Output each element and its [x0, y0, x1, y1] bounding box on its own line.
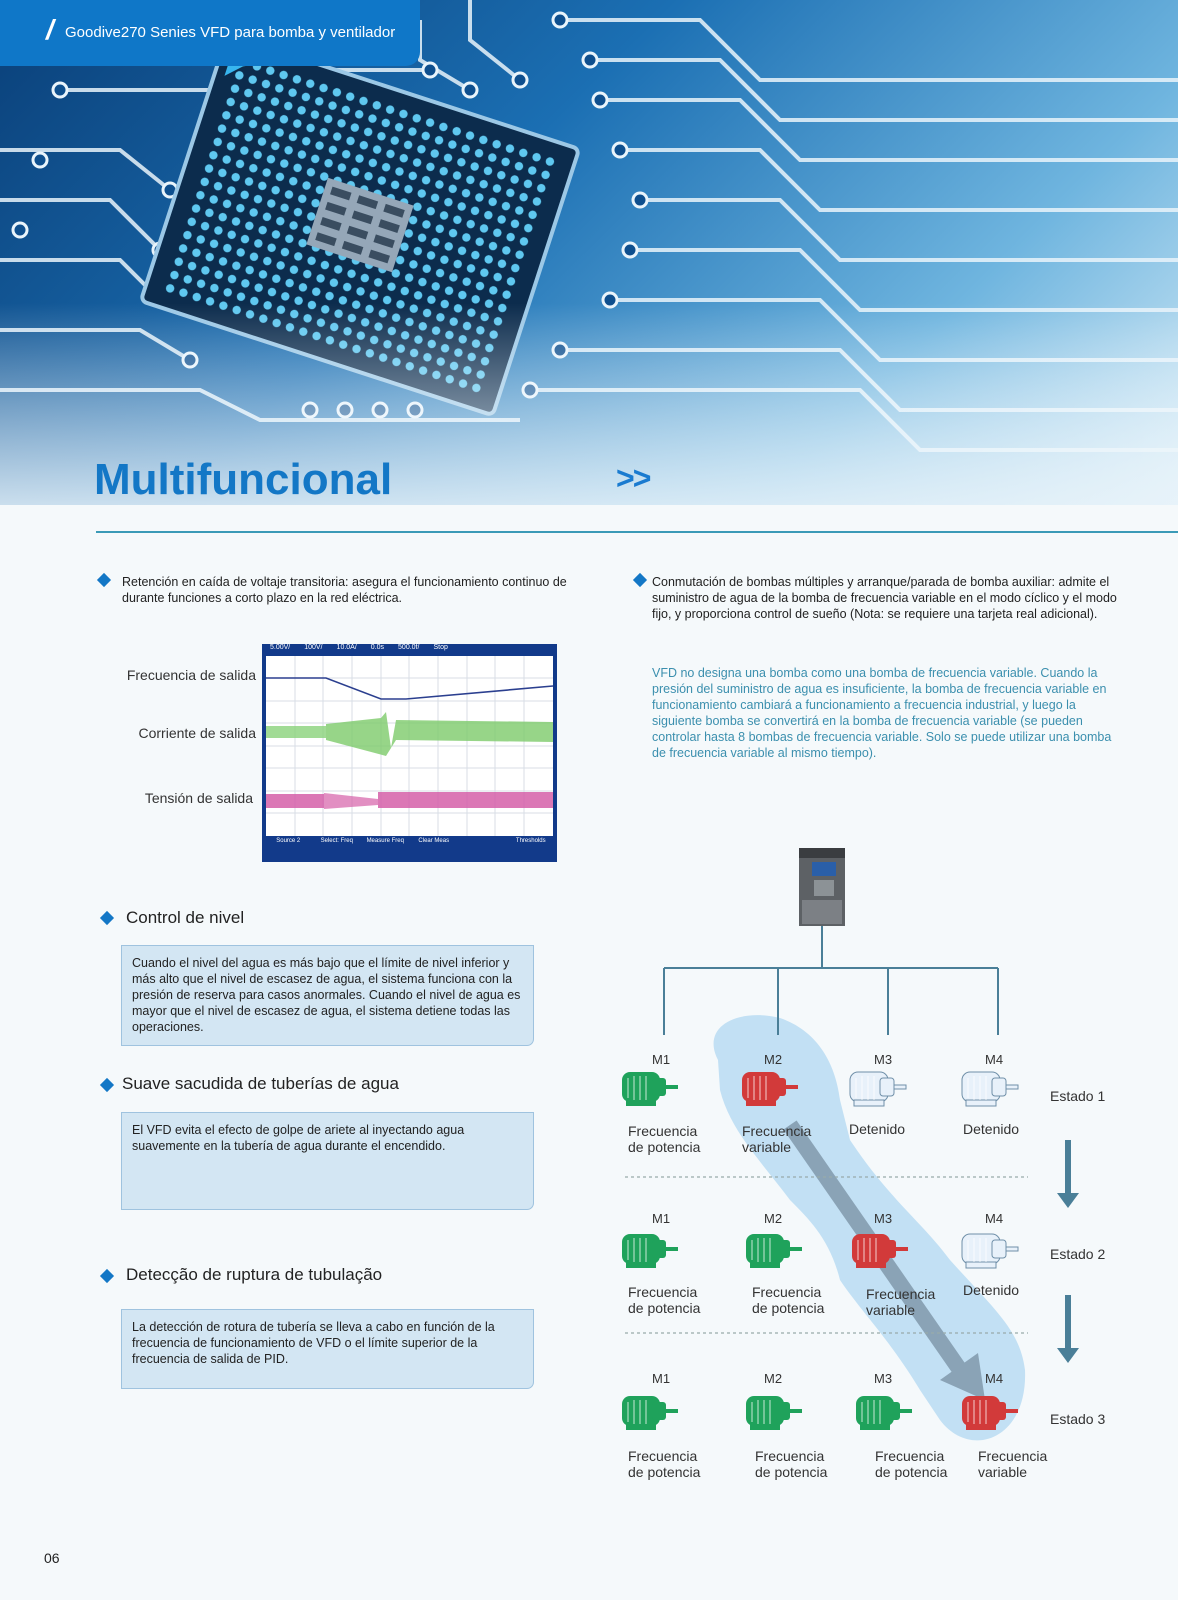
motor-label-m4: M4: [985, 1371, 1004, 1386]
title-arrows-icon: >>: [616, 460, 651, 496]
multi-pump-note: VFD no designa una bomba como una bomba …: [652, 666, 1112, 760]
motor-label-m3: M3: [874, 1211, 893, 1226]
pump-status: Detenido: [849, 1121, 906, 1137]
page-title: Multifuncional: [94, 455, 393, 504]
water-hammer-title: Suave sacudida de tuberías de agua: [122, 1074, 399, 1093]
header-tab: / Goodive270 Senies VFD para bomba y ven…: [0, 0, 420, 66]
title-divider: [96, 531, 1178, 533]
motor-m3-state3-icon: [855, 1395, 913, 1431]
oscilloscope-screenshot: 5.00V/ 100V/ 10.0A/ 0.0s 500.0f/ Stop So…: [262, 644, 557, 862]
state-down-arrows: [1057, 1140, 1079, 1363]
motor-m2-state3-icon: [745, 1395, 803, 1431]
bullet-diamond-icon: [96, 572, 112, 588]
scope-timebase: 500.0f/: [398, 644, 420, 651]
scope-ch1-scale: 5.00V/: [270, 644, 291, 651]
water-hammer-box: El VFD evita el efecto de golpe de ariet…: [121, 1112, 534, 1210]
motor-label-m2: M2: [764, 1371, 783, 1386]
pump-status: Detenido: [963, 1282, 1020, 1298]
pump-status: Detenido: [963, 1121, 1020, 1137]
scope-softkey-bar: Source 2 Select: Freq Measure Freq Clear…: [264, 838, 555, 860]
header-slash-icon: /: [46, 14, 54, 45]
scope-time-offset: 0.0s: [370, 644, 385, 651]
state-label-3: Estado 3: [1050, 1411, 1106, 1427]
voltage-dip-text: Retención en caída de voltaje transitori…: [122, 575, 567, 605]
scope-plot: [266, 656, 553, 836]
state-label-1: Estado 1: [1050, 1088, 1106, 1104]
vfd-drive-icon: [799, 848, 845, 926]
header-series-title: Goodive270 Senies VFD para bomba y venti…: [65, 24, 396, 41]
signal-label-voltage: Tensión de salida: [144, 790, 253, 806]
scope-softkey-empty: [458, 838, 507, 860]
bullet-diamond-icon: [99, 910, 115, 926]
circuit-board-illustration: [0, 0, 1178, 505]
scope-ch3-scale: 10.0A/: [336, 644, 357, 651]
state-label-2: Estado 2: [1050, 1246, 1106, 1262]
motor-label-m3: M3: [874, 1371, 893, 1386]
bullet-diamond-icon: [99, 1268, 115, 1284]
vfd-wiring: [663, 926, 999, 1035]
scope-top-bar: 5.00V/ 100V/ 10.0A/ 0.0s 500.0f/ Stop: [264, 644, 555, 655]
motor-m1-state2-icon: [621, 1233, 679, 1269]
scope-softkey-thresholds: Thresholds: [515, 838, 546, 844]
pipe-rupture-box: La detección de rotura de tubería se lle…: [121, 1309, 534, 1389]
motor-label-m2: M2: [764, 1052, 783, 1067]
scope-run-state: Stop: [433, 644, 448, 651]
bullet-diamond-icon: [632, 572, 648, 588]
motor-label-m1: M1: [652, 1371, 671, 1386]
motor-m4-state1-icon: [961, 1071, 1019, 1107]
level-control-box: Cuando el nivel del agua es más bajo que…: [121, 945, 534, 1046]
hero-image: [0, 0, 1178, 505]
motor-label-m2: M2: [764, 1211, 783, 1226]
multi-pump-text: Conmutación de bombas múltiples y arranq…: [652, 575, 1117, 621]
pipe-rupture-title: Detecção de ruptura de tubulação: [126, 1265, 383, 1284]
motor-m2-state2-icon: [745, 1233, 803, 1269]
transition-arrowhead-icon: [940, 1353, 985, 1400]
bullet-diamond-icon: [99, 1077, 115, 1093]
scope-softkey-select: Select: Freq: [320, 838, 353, 844]
page-number: 06: [44, 1550, 60, 1566]
motor-m1-state1-icon: [621, 1071, 679, 1107]
pump-switching-diagram: [621, 848, 1079, 1441]
motor-m1-state3-icon: [621, 1395, 679, 1431]
motor-label-m1: M1: [652, 1211, 671, 1226]
motor-label-m4: M4: [985, 1211, 1004, 1226]
level-control-title: Control de nivel: [126, 908, 245, 927]
scope-softkey-source: Source 2: [276, 838, 301, 844]
signal-label-current: Corriente de salida: [138, 725, 256, 741]
scope-softkey-measure: Measure Freq: [366, 838, 404, 844]
motor-label-m3: M3: [874, 1052, 893, 1067]
motor-label-m4: M4: [985, 1052, 1004, 1067]
motor-label-m1: M1: [652, 1052, 671, 1067]
scope-ch2-scale: 100V/: [304, 644, 323, 651]
motor-m3-state1-icon: [849, 1071, 907, 1107]
signal-label-frequency: Frecuencia de salida: [126, 667, 256, 683]
scope-softkey-clear: Clear Meas: [418, 838, 450, 844]
motor-m4-state2-icon: [961, 1233, 1019, 1269]
